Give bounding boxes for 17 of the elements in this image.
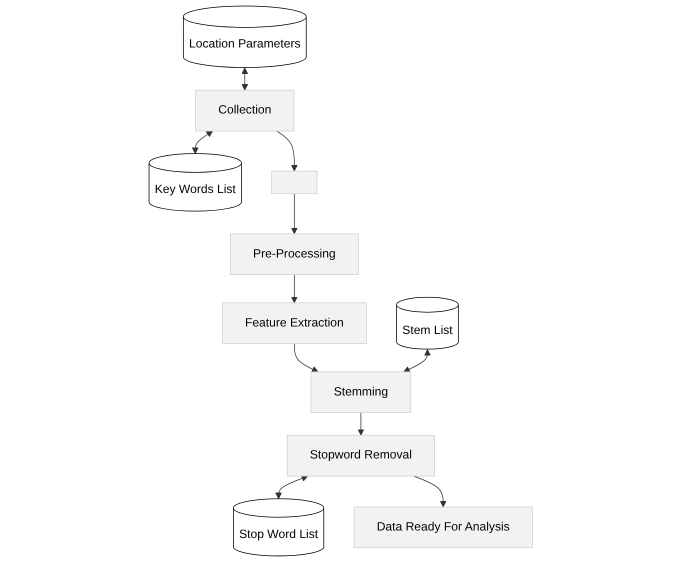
arrow	[413, 476, 446, 508]
arrow	[403, 349, 431, 372]
node-box: Feature Extraction	[222, 302, 367, 344]
node-box: Stopword Removal	[286, 434, 435, 476]
node-box: Collection	[194, 90, 294, 132]
arrow	[241, 68, 248, 91]
node-box: Pre-Processing	[230, 233, 358, 276]
arrow	[276, 130, 298, 172]
arrow	[275, 475, 308, 500]
arrow	[290, 193, 298, 234]
arrow	[192, 130, 213, 154]
node-box: Stemming	[310, 371, 411, 413]
arrow	[294, 343, 318, 372]
node-box	[271, 170, 318, 194]
arrow	[357, 412, 364, 436]
node-box: Data Ready For Analysis	[353, 506, 533, 548]
arrow	[290, 274, 298, 304]
